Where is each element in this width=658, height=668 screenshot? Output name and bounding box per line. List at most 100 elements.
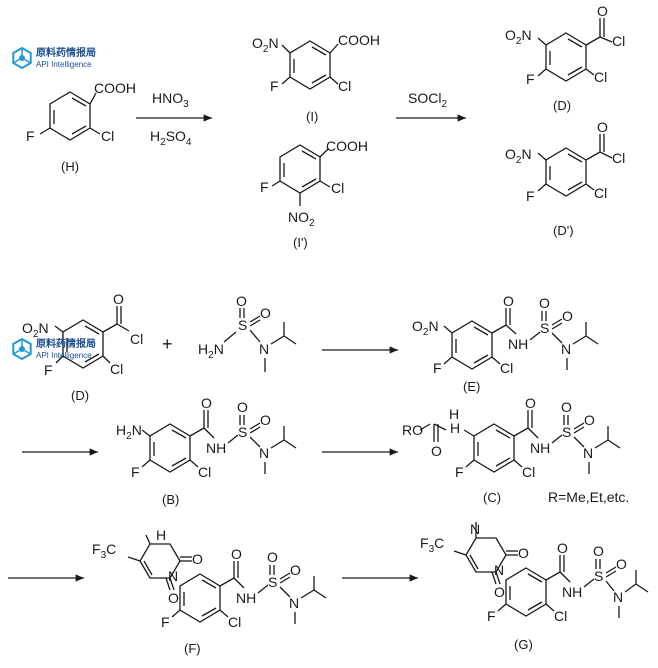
cl-label: Cl (500, 360, 513, 376)
o-label: O (237, 399, 248, 415)
n-label: N (259, 445, 269, 461)
n-label: N (168, 568, 178, 584)
nh-label: NH (562, 584, 582, 600)
compound-I-prime-label: (I') (293, 235, 308, 250)
svg-text:HNO3: HNO3 (152, 90, 189, 110)
n-label: N (289, 595, 299, 611)
o-label: O (584, 412, 595, 428)
f-label: F (526, 71, 535, 87)
svg-text:SOCl2: SOCl2 (408, 90, 447, 110)
o-label: O (231, 546, 242, 562)
cl-label: Cl (110, 361, 123, 377)
plus-sign: + (162, 334, 173, 354)
f-label: F (526, 188, 535, 204)
f-label: F (26, 128, 35, 144)
f-label: F (44, 362, 53, 378)
nh-label: H (450, 420, 460, 436)
compound-I-prime: COOH Cl F NO2 (I') (260, 138, 368, 250)
n-label: N (583, 445, 593, 461)
svg-text:O2N: O2N (505, 27, 532, 47)
svg-text:O2N: O2N (412, 318, 439, 338)
o-label: O (192, 551, 203, 567)
compound-D-prime: O Cl Cl F O2N (D') (505, 119, 625, 238)
o-label: O (236, 293, 247, 309)
cooh-label: COOH (326, 138, 368, 154)
o-label: O (260, 305, 271, 321)
s-label: S (238, 317, 247, 333)
compound-H: COOH Cl F (H) (26, 80, 136, 174)
hexagon-icon (12, 46, 32, 70)
h-label: H (449, 406, 459, 422)
cl-label: Cl (594, 185, 607, 201)
arrow-chlorination: SOCl2 (396, 90, 466, 122)
svg-text:O2N: O2N (252, 35, 279, 55)
h-label: H (156, 527, 166, 543)
compound-D-row2: O Cl Cl F O2N (D) (22, 291, 143, 403)
cl-label: Cl (101, 128, 114, 144)
nh-label: NH (508, 336, 528, 352)
f-label: F (260, 179, 269, 195)
o-label: O (562, 308, 573, 324)
n-label: N (470, 521, 480, 537)
o-label: O (260, 412, 271, 428)
o-label: O (539, 295, 550, 311)
o-label: O (593, 543, 604, 559)
o-label: O (561, 399, 572, 415)
o-label: O (503, 293, 514, 309)
o-label: O (290, 562, 301, 578)
svg-text:H2N: H2N (198, 341, 224, 361)
s-label: S (594, 568, 603, 584)
svg-text:O2N: O2N (505, 146, 532, 166)
compound-D: O Cl Cl F O2N (D) (505, 3, 625, 113)
compound-B: O NH S O O N Cl F H2N (B) (116, 395, 297, 507)
compound-D-label: (D) (553, 98, 571, 113)
nh-label: NH (530, 440, 550, 456)
compound-E-label: (E) (463, 379, 480, 394)
n-label: N (494, 562, 504, 578)
nh-label: NH (236, 590, 256, 606)
compound-H-label: (H) (61, 159, 79, 174)
watermark-name: 原料药情报局 (36, 46, 96, 59)
watermark-name: 原料药情报局 (36, 337, 96, 350)
cooh-label: COOH (338, 32, 380, 48)
o-label: O (597, 3, 608, 19)
o-label: O (431, 443, 442, 459)
compound-G: N O O F3C N O NH S O O N Cl F (G) (420, 521, 649, 652)
sulfamide-reagent: S O O H2N N (198, 293, 297, 372)
f-label: F (455, 464, 464, 480)
s-label: S (238, 424, 247, 440)
svg-text:H2N: H2N (116, 422, 142, 442)
compound-F: H O O F3C N O NH S O O N Cl F (F) (92, 527, 327, 656)
n-label: N (561, 341, 571, 357)
cl-label: Cl (228, 614, 241, 630)
cl-label: Cl (594, 69, 607, 85)
cl-label: Cl (331, 180, 344, 196)
o-label: O (201, 395, 212, 411)
watermark-subtitle: API Intelligence (36, 351, 92, 360)
compound-E: O NH S O O N Cl F O2N (E) (412, 293, 599, 394)
compound-D-prime-label: (D') (553, 223, 574, 238)
f-label: F (270, 78, 279, 94)
compound-I-label: (I) (306, 109, 318, 124)
o-label: O (168, 590, 179, 606)
cl-label: Cl (338, 78, 351, 94)
compound-I: COOH Cl F O2N (I) (252, 32, 380, 124)
compound-D2-label: (D) (71, 388, 89, 403)
watermark-logo: 原料药情报局 API Intelligence (12, 337, 96, 361)
o-label: O (525, 395, 536, 411)
ro-label: RO (402, 422, 423, 438)
svg-text:F3C: F3C (420, 535, 444, 555)
s-label: S (562, 424, 571, 440)
cl-label: Cl (612, 150, 625, 166)
watermark-subtitle: API Intelligence (36, 60, 92, 69)
o-label: O (494, 584, 505, 600)
f-label: F (131, 464, 140, 480)
svg-text:NO2: NO2 (288, 209, 315, 229)
compound-G-label: (G) (514, 637, 533, 652)
svg-text:O2N: O2N (22, 320, 49, 340)
svg-text:H2SO4: H2SO4 (150, 128, 192, 148)
f-label: F (433, 360, 442, 376)
hexagon-icon (12, 337, 32, 361)
cl-label: Cl (612, 33, 625, 49)
